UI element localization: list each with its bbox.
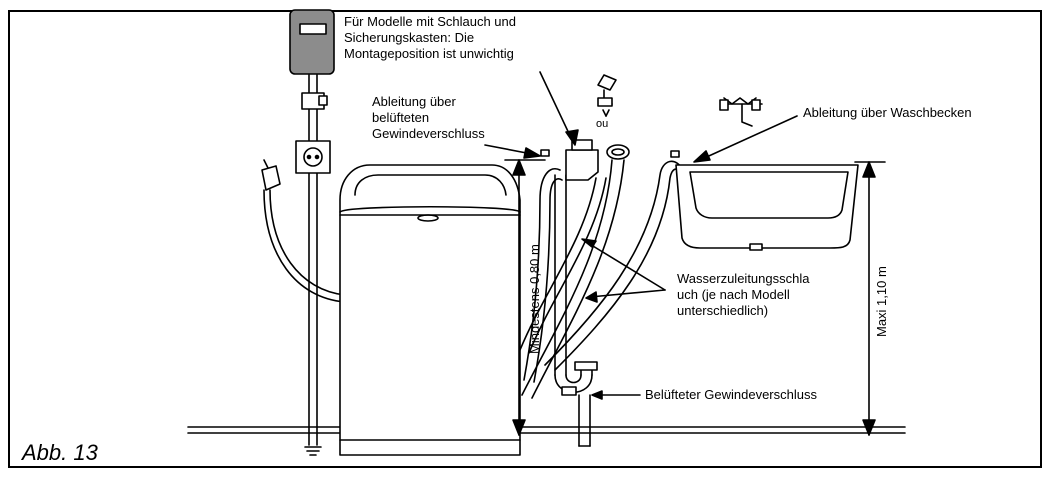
label-ou: ou	[596, 118, 609, 130]
supply-hose-2	[519, 177, 597, 351]
label-vented-drain-line1: Ableitung über	[372, 94, 456, 109]
label-vented-cap: Belüfteter Gewindeverschluss	[645, 387, 817, 402]
power-cord	[269, 189, 346, 296]
label-sink-drain: Ableitung über Waschbecken	[803, 105, 972, 120]
sink-hose	[544, 160, 685, 366]
fuse-box	[289, 9, 335, 75]
leader-supply-2	[589, 289, 666, 298]
vented-connector	[565, 149, 599, 181]
drain-hose	[523, 168, 561, 381]
diagram-frame	[8, 10, 1042, 468]
label-hose-box: Für Modelle mit Schlauch und Sicherungsk…	[344, 14, 576, 62]
leader-sink-drain	[699, 115, 798, 161]
label-supply-hose-line3: unterschiedlich)	[677, 303, 769, 318]
leader-hose-box	[539, 71, 574, 143]
label-supply-hose-line1: Wasserzuleitungsschla	[677, 271, 810, 286]
wash-basin	[675, 164, 859, 249]
power-plug	[261, 165, 281, 191]
label-supply-hose-line2: uch (je nach Modell	[677, 287, 790, 302]
label-hose-box-line1: Für Modelle mit Schlauch und	[344, 14, 516, 29]
faucet-top	[597, 74, 617, 91]
label-vented-drain-line3: Gewindeverschluss	[372, 126, 485, 141]
figure-caption: Abb. 13	[22, 440, 98, 465]
power-socket	[295, 140, 331, 174]
label-min-height: Mindestens 0,80 m	[527, 244, 542, 354]
label-supply-hose: Wasserzuleitungsschla uch (je nach Model…	[677, 271, 842, 319]
label-vented-drain-line2: belüfteten	[372, 110, 430, 125]
label-hose-box-line3: Montageposition ist unwichtig	[344, 46, 514, 61]
label-hose-box-line2: Sicherungskasten: Die	[344, 30, 475, 45]
label-vented-drain: Ableitung über belüfteten Gewindeverschl…	[372, 94, 485, 142]
supply-hose-1	[521, 159, 613, 396]
leader-supply-1	[587, 242, 666, 291]
label-max-height: Maxi 1,10 m	[874, 266, 889, 337]
sink-faucet	[723, 97, 757, 105]
